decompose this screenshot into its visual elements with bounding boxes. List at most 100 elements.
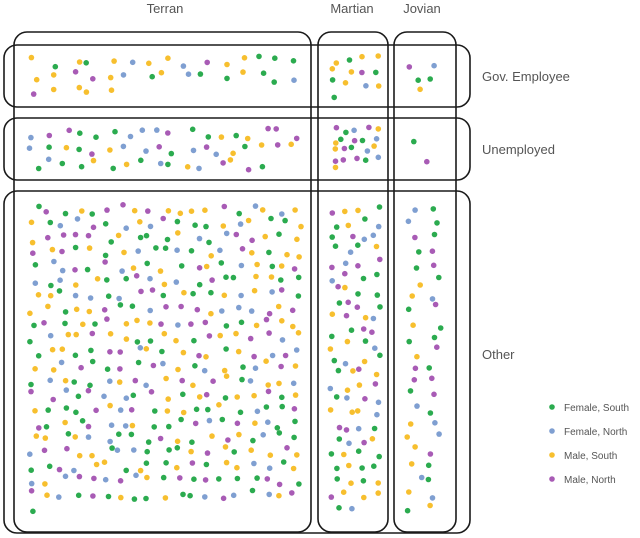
dot-female-south (123, 467, 129, 474)
row-label-unemployed: Unemployed (482, 142, 555, 157)
dot-male-south (346, 462, 352, 469)
dot-male-north (85, 423, 92, 430)
dot-female-south (427, 76, 434, 82)
dot-male-south (107, 331, 114, 337)
dot-female-south (205, 406, 211, 413)
dot-male-south (233, 330, 239, 337)
dot-female-north (174, 247, 180, 253)
dot-female-south (87, 382, 93, 389)
dot-male-north (189, 460, 196, 466)
dot-female-north (436, 431, 442, 437)
dot-male-north (340, 157, 347, 163)
dot-male-north (263, 316, 270, 323)
dot-female-north (63, 387, 70, 393)
dot-female-south (93, 134, 99, 140)
dot-male-south (267, 452, 274, 459)
dot-female-north (87, 295, 94, 301)
dot-male-north (41, 320, 47, 326)
dot-male-south (236, 431, 242, 438)
dot-female-south (88, 347, 94, 354)
dot-female-south (407, 388, 414, 394)
dot-female-south (411, 138, 417, 145)
dot-male-south (362, 314, 369, 321)
dot-male-north (434, 344, 440, 351)
dot-female-north (372, 345, 378, 352)
dot-male-north (351, 137, 358, 144)
dot-male-north (196, 265, 203, 271)
dot-male-north (362, 396, 368, 402)
dot-male-south (298, 223, 304, 230)
dot-female-north (251, 460, 257, 467)
dot-male-north (265, 125, 271, 132)
dot-male-north (85, 232, 92, 239)
dot-male-north (335, 283, 341, 290)
dot-male-south (146, 60, 152, 67)
dot-female-south (190, 290, 196, 297)
dot-female-north (120, 143, 127, 150)
dot-female-north (217, 247, 223, 254)
column-label-martian: Martian (330, 1, 373, 16)
dot-male-north (28, 488, 35, 494)
dot-male-south (49, 246, 56, 253)
dot-female-south (256, 53, 262, 60)
dot-female-south (92, 321, 98, 327)
dot-female-north (375, 223, 382, 230)
dot-male-north (194, 306, 201, 313)
dot-female-south (196, 281, 203, 288)
dot-female-south (35, 165, 42, 172)
dot-female-south (355, 448, 362, 455)
dot-male-north (251, 353, 257, 360)
dot-female-south (233, 132, 239, 139)
row-frame-gov-employee (3, 44, 471, 108)
dot-male-north (41, 447, 48, 454)
dot-male-north (192, 420, 199, 427)
dot-male-north (104, 316, 110, 322)
dot-female-south (336, 300, 343, 306)
dot-female-south (137, 234, 144, 241)
dot-female-north (47, 377, 53, 384)
dot-female-south (143, 460, 150, 467)
legend-swatch-male-south (549, 452, 555, 458)
dot-female-south (338, 136, 344, 143)
dot-male-south (350, 368, 356, 374)
dot-male-north (56, 466, 63, 473)
dot-male-north (278, 287, 285, 293)
dot-female-south (272, 55, 278, 61)
dot-female-south (254, 475, 260, 481)
dot-male-north (276, 481, 283, 488)
dot-female-south (47, 219, 54, 226)
dot-female-north (62, 473, 69, 480)
dot-male-south (279, 318, 285, 324)
dot-male-south (203, 354, 209, 360)
dot-female-south (222, 395, 229, 401)
dot-female-north (26, 145, 33, 151)
dot-male-south (329, 66, 336, 72)
dot-male-south (408, 461, 415, 467)
dot-male-south (28, 54, 35, 61)
dot-male-south (253, 273, 259, 280)
dot-female-south (73, 409, 79, 416)
dot-male-south (93, 461, 100, 468)
dot-female-south (359, 137, 366, 144)
dot-female-south (242, 143, 248, 150)
dot-male-south (276, 380, 282, 387)
dot-male-south (29, 239, 36, 246)
dot-male-north (93, 407, 99, 414)
column-label-jovian: Jovian (403, 1, 441, 16)
dot-male-north (350, 233, 356, 240)
dot-male-south (76, 84, 83, 91)
dot-male-north (274, 142, 281, 148)
dot-female-south (234, 475, 241, 482)
dot-female-south (191, 476, 197, 483)
dot-male-north (117, 366, 123, 372)
dot-male-north (343, 427, 350, 433)
dot-female-south (77, 130, 83, 136)
dot-female-north (248, 308, 255, 314)
dot-male-north (291, 406, 298, 412)
dot-male-south (294, 452, 300, 458)
dot-male-north (177, 475, 183, 481)
dot-female-north (346, 440, 352, 447)
dot-male-north (206, 333, 213, 339)
dot-male-south (27, 310, 33, 317)
dot-male-north (209, 277, 215, 283)
